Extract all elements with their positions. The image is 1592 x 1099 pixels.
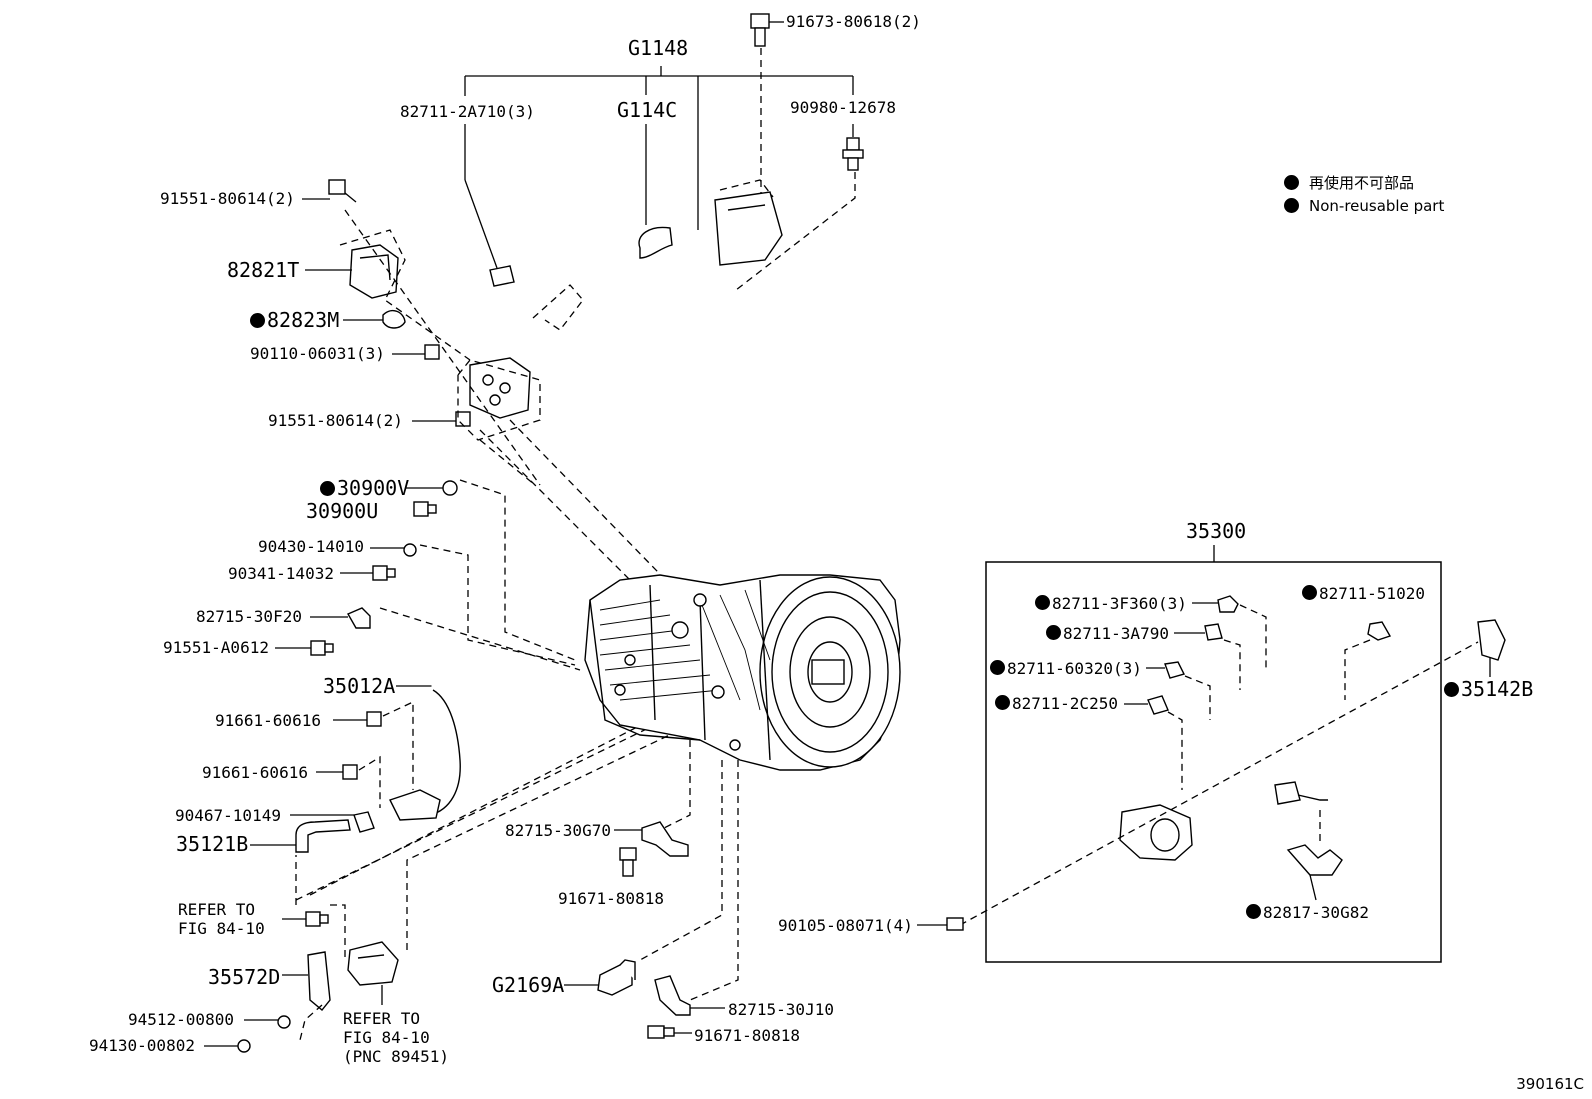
label-94512-00800: 94512-00800 <box>128 1010 234 1029</box>
non-reusable-marker <box>1444 682 1459 697</box>
label-82711-3a790: 82711-3A790 <box>1046 624 1169 643</box>
label-82817-30g82: 82817-30G82 <box>1246 903 1369 922</box>
label-90467-10149: 90467-10149 <box>175 806 281 825</box>
label-82715-30g70: 82715-30G70 <box>505 821 611 840</box>
label-82711-2a710: 82711-2A710(3) <box>400 102 535 121</box>
label-35121b: 35121B <box>176 832 249 856</box>
shift-connector-drawing <box>344 209 691 621</box>
label-90430-14010: 90430-14010 <box>258 537 364 556</box>
label-90341-14032: 90341-14032 <box>228 564 334 583</box>
bracket-82821t-drawing <box>302 179 471 361</box>
label-refer-to-fig-84-10-b: REFER TO FIG 84-10 (PNC 89451) <box>343 1009 449 1066</box>
label-94130-00802: 94130-00802 <box>89 1036 195 1055</box>
harness-g1148-drawing <box>489 179 783 399</box>
lower-parts-drawing <box>564 740 739 1039</box>
label-g1148: G1148 <box>628 36 689 60</box>
label-82711-60320: 82711-60320(3) <box>990 659 1142 678</box>
transmission-body-drawing <box>584 574 901 771</box>
label-g114c: G114C <box>617 98 678 122</box>
label-82715-30j10: 82715-30J10 <box>728 1000 834 1019</box>
label-82711-2c250: 82711-2C250 <box>995 694 1118 713</box>
label-g2169a: G2169A <box>492 973 565 997</box>
label-91661-60616-b: 91661-60616 <box>202 763 308 782</box>
left-small-parts-drawing <box>275 479 581 671</box>
label-82711-51020: 82711-51020 <box>1302 584 1425 603</box>
non-reusable-marker <box>1302 585 1317 600</box>
bolt-90980-drawing <box>735 137 864 291</box>
label-30900v: 30900V <box>320 477 409 500</box>
legend-japanese: 再使用不可部品 <box>1284 172 1414 193</box>
tube-35012a-drawing <box>250 675 461 853</box>
label-82711-3f360: 82711-3F360(3) <box>1035 594 1187 613</box>
non-reusable-marker <box>1035 595 1050 610</box>
non-reusable-marker <box>1246 904 1261 919</box>
label-91661-60616-a: 91661-60616 <box>215 711 321 730</box>
non-reusable-marker <box>1046 625 1061 640</box>
label-91551-80614-mid: 91551-80614(2) <box>268 411 403 430</box>
label-91671-80818-b: 91671-80818 <box>694 1026 800 1045</box>
label-91551-80614-top: 91551-80614(2) <box>160 189 295 208</box>
box-35300-drawing <box>917 545 1506 963</box>
label-90105-08071: 90105-08071(4) <box>778 916 913 935</box>
label-35300: 35300 <box>1186 519 1247 543</box>
label-91673-80618: 91673-80618(2) <box>786 12 921 31</box>
label-90110-06031: 90110-06031(3) <box>250 344 385 363</box>
non-reusable-marker <box>250 313 265 328</box>
label-refer-to-fig-84-10-a: REFER TO FIG 84-10 <box>178 900 265 938</box>
label-35012a: 35012A <box>323 674 396 698</box>
label-35572d: 35572D <box>208 965 281 989</box>
switch-35572d-drawing <box>204 704 681 1053</box>
figure-id: 390161C <box>1516 1075 1584 1093</box>
non-reusable-marker <box>990 660 1005 675</box>
label-90980-12678: 90980-12678 <box>790 98 896 117</box>
non-reusable-marker <box>320 481 335 496</box>
label-35142b: 35142B <box>1444 678 1533 701</box>
label-30900u: 30900U <box>306 499 379 523</box>
legend-dot-icon <box>1284 198 1299 213</box>
non-reusable-marker <box>995 695 1010 710</box>
label-82821t: 82821T <box>227 258 300 282</box>
label-82823m: 82823M <box>250 309 339 332</box>
legend-english: Non-reusable part <box>1284 197 1444 215</box>
label-91671-80818-a: 91671-80818 <box>558 889 664 908</box>
label-91551-a0612: 91551-A0612 <box>163 638 269 657</box>
legend-dot-icon <box>1284 175 1299 190</box>
g1148-bracket <box>464 66 854 269</box>
label-82715-30f20: 82715-30F20 <box>196 607 302 626</box>
